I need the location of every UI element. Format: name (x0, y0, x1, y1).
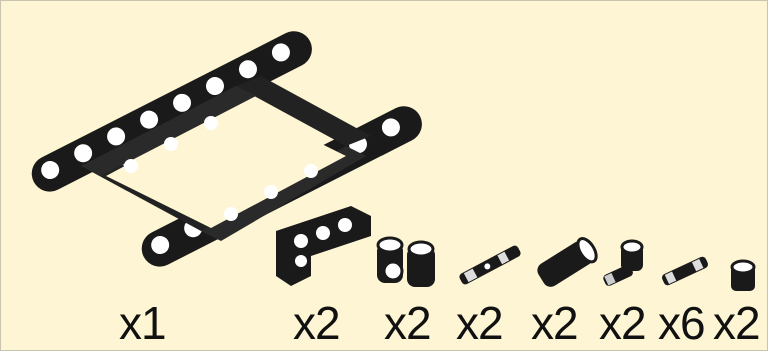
l-beam-quantity: x2 (293, 297, 340, 349)
bush-part-image (726, 257, 760, 297)
short-pin-part-image (657, 249, 713, 293)
double-connector-quantity: x2 (384, 297, 431, 349)
angle-connector-part-image (599, 237, 654, 293)
frame-quantity: x1 (119, 297, 166, 349)
double-connector-part-image (369, 233, 444, 295)
l-beam-part-image (271, 201, 381, 291)
axle-pin-quantity: x2 (456, 297, 503, 349)
axle-pin-part-image (453, 239, 528, 291)
short-pin-quantity: x6 (658, 297, 705, 349)
tube-bushing-part-image (531, 233, 599, 295)
tube-bushing-quantity: x2 (531, 297, 578, 349)
angle-connector-quantity: x2 (599, 297, 646, 349)
bush-quantity: x2 (713, 297, 760, 349)
